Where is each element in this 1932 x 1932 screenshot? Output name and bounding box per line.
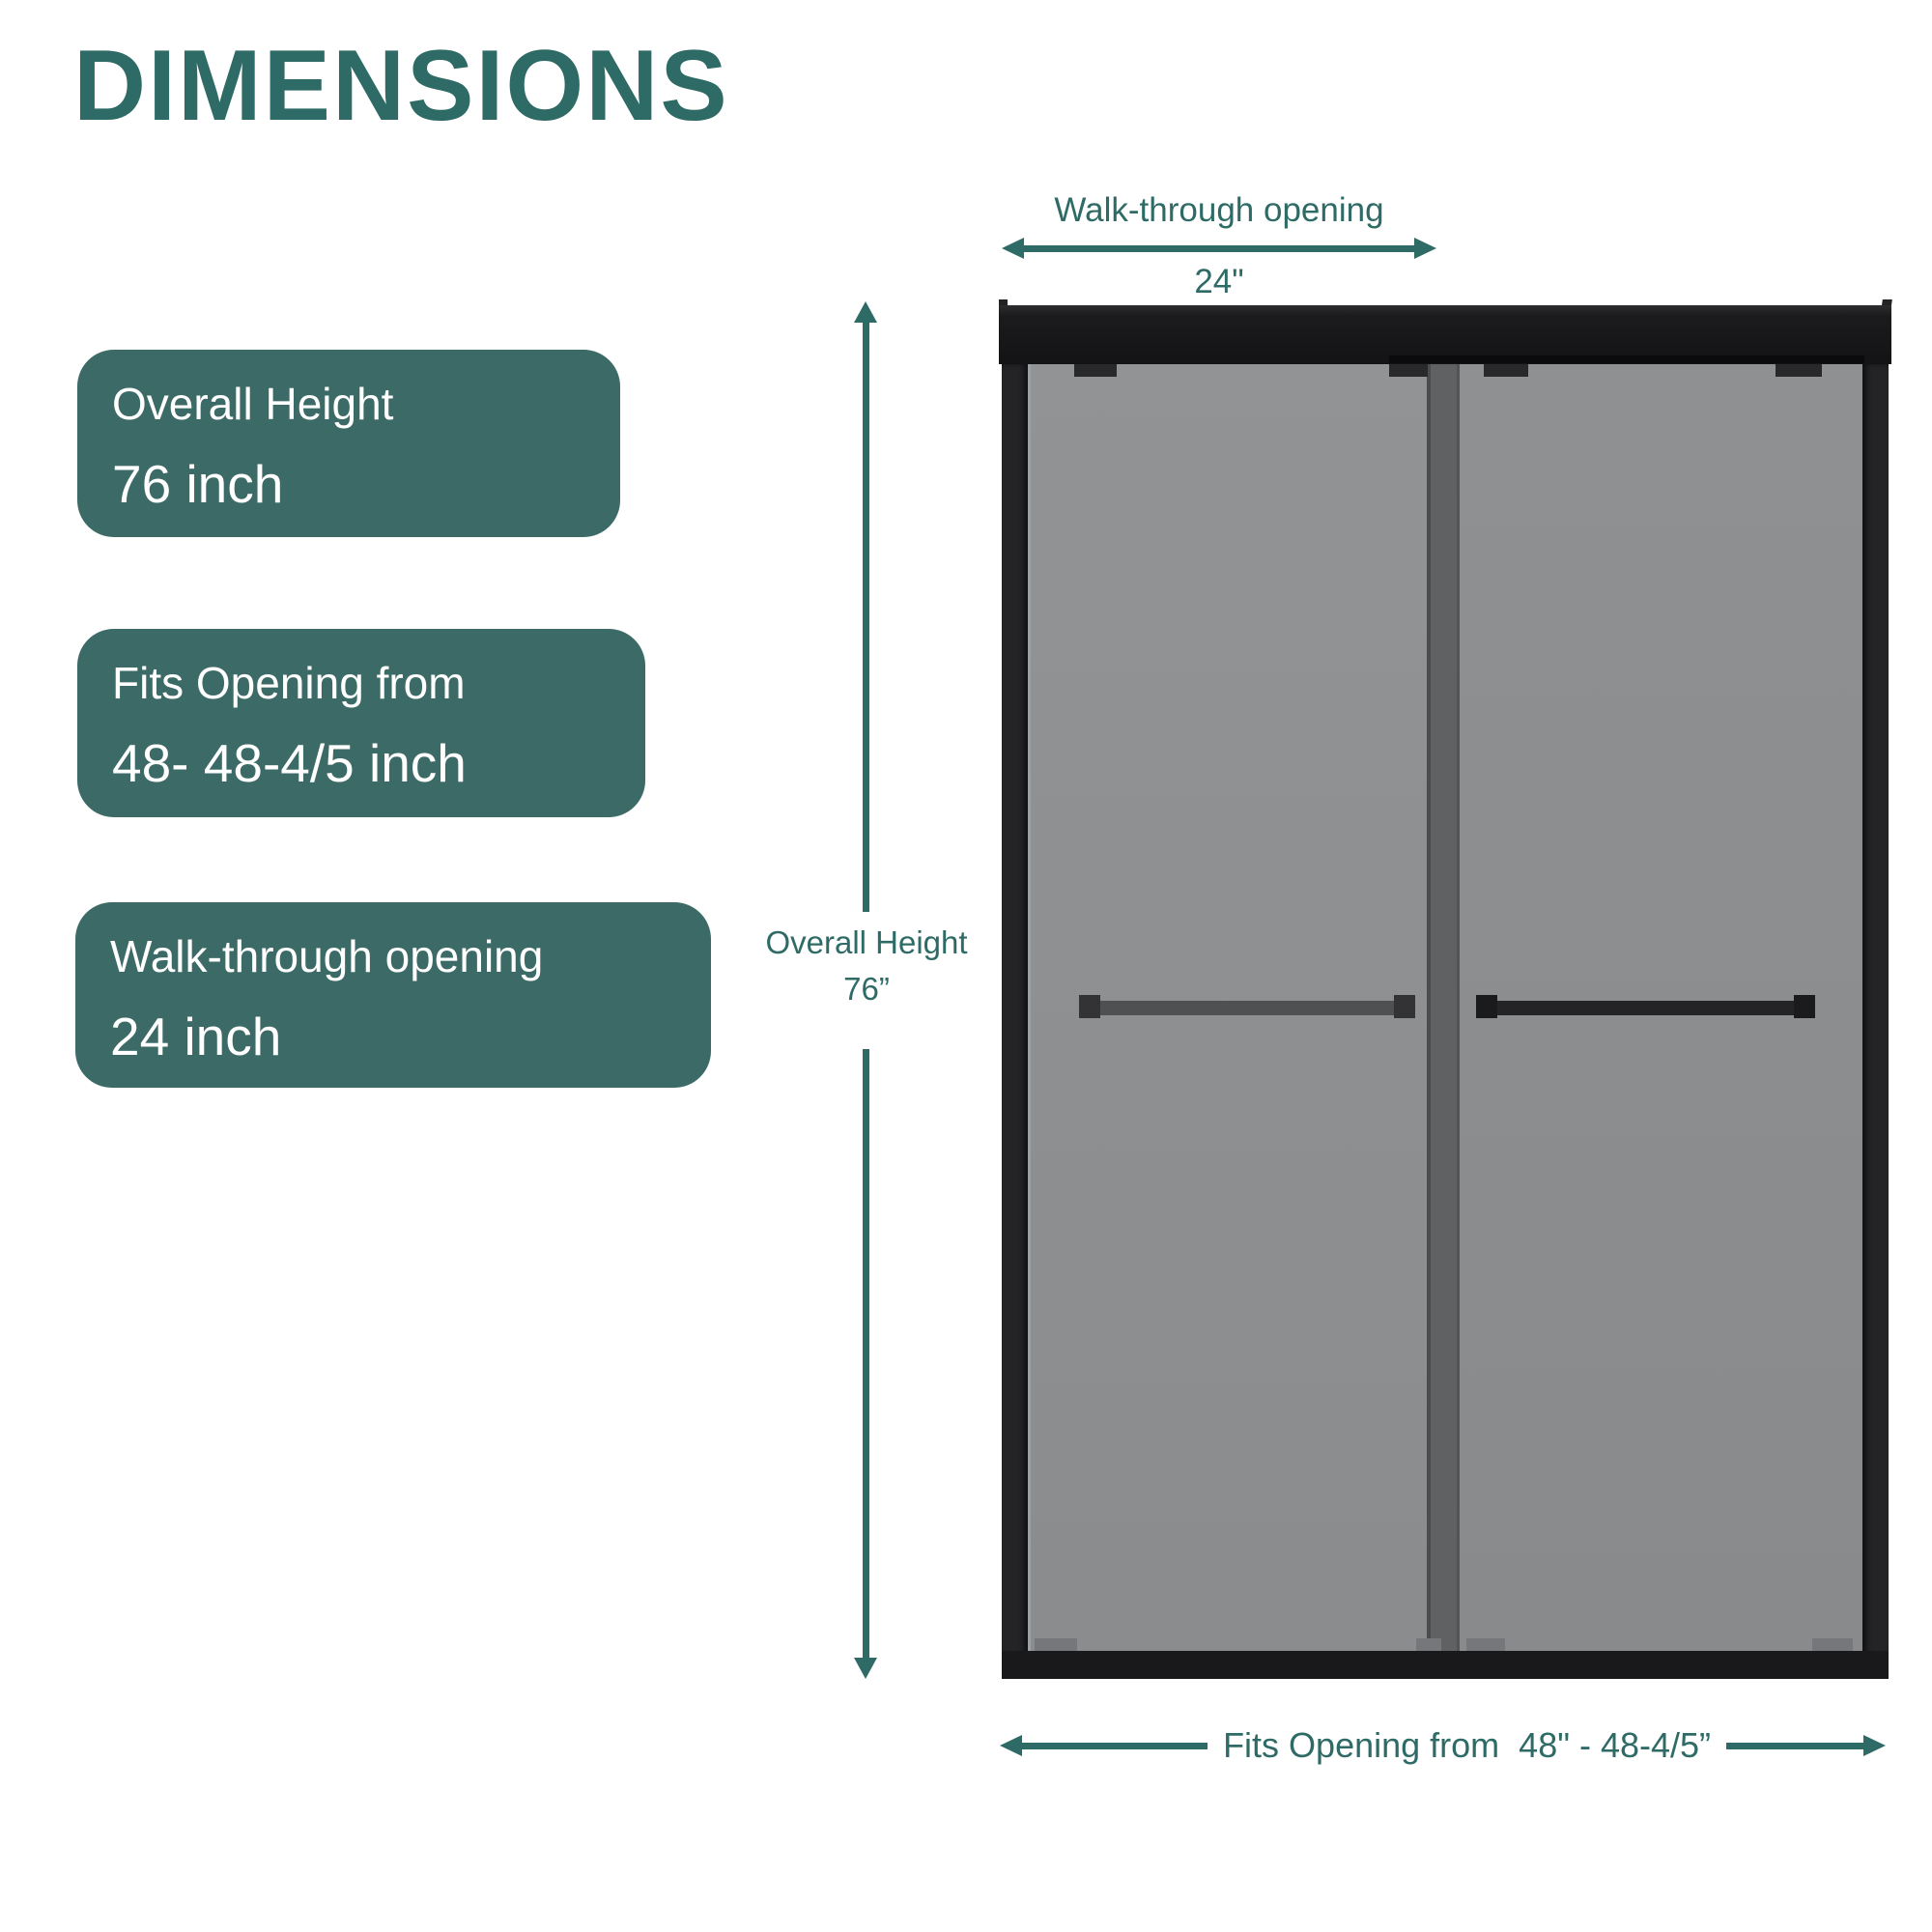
door-foot bbox=[1466, 1638, 1505, 1651]
door-right-frame bbox=[1862, 364, 1889, 1679]
overall-height-dimension: Overall Height 76” bbox=[736, 920, 997, 1012]
door-roller-tab bbox=[1484, 364, 1528, 377]
card-label: Fits Opening from bbox=[112, 658, 466, 708]
card-label: Walk-through opening bbox=[110, 931, 544, 981]
door-left-frame bbox=[1002, 364, 1028, 1679]
door-handle-cap bbox=[1394, 995, 1415, 1018]
door-header-bar bbox=[999, 305, 1891, 364]
door-top-track bbox=[1389, 355, 1864, 363]
page-title: DIMENSIONS bbox=[73, 30, 729, 142]
walkthrough-dimension-label: Walk-through opening bbox=[1054, 191, 1384, 229]
arrowhead-left-icon bbox=[1002, 238, 1024, 259]
dimension-line bbox=[1024, 244, 1414, 252]
info-card-walk-through: Walk-through opening 24 inch bbox=[75, 902, 711, 1088]
card-value: 48- 48-4/5 inch bbox=[112, 732, 467, 793]
door-roller-tab bbox=[1074, 364, 1117, 377]
info-card-fits-opening: Fits Opening from 48- 48-4/5 inch bbox=[77, 629, 645, 817]
dimension-line bbox=[863, 321, 869, 912]
dimension-line bbox=[863, 1049, 869, 1660]
card-value: 24 inch bbox=[110, 1006, 282, 1066]
walkthrough-dimension-arrow bbox=[1002, 237, 1436, 260]
card-label: Overall Height bbox=[112, 379, 394, 429]
door-roller-tab bbox=[1776, 364, 1822, 377]
overall-height-label: Overall Height bbox=[765, 924, 968, 960]
dimension-line bbox=[1726, 1742, 1863, 1749]
card-value: 76 inch bbox=[112, 453, 284, 514]
door-handle-right bbox=[1496, 1001, 1795, 1015]
door-foot bbox=[1416, 1638, 1441, 1651]
dimension-line bbox=[1022, 1742, 1208, 1749]
walkthrough-dimension-value: 24" bbox=[1194, 263, 1244, 300]
arrowhead-right-icon bbox=[1863, 1735, 1886, 1756]
arrowhead-right-icon bbox=[1414, 238, 1436, 259]
door-handle-left bbox=[1100, 1001, 1395, 1015]
fits-opening-dimension-label: Fits Opening from 48" - 48-4/5” bbox=[1223, 1725, 1712, 1765]
info-card-overall-height: Overall Height 76 inch bbox=[77, 350, 620, 537]
door-handle-cap bbox=[1079, 995, 1100, 1018]
arrowhead-down-icon bbox=[854, 1658, 877, 1679]
door-bottom-rail bbox=[1002, 1651, 1889, 1679]
overall-height-value: 76” bbox=[843, 970, 890, 1007]
arrowhead-up-icon bbox=[854, 301, 877, 323]
door-roller-tab bbox=[1389, 364, 1428, 377]
door-handle-cap bbox=[1476, 995, 1497, 1018]
door-foot bbox=[1812, 1638, 1853, 1651]
fits-opening-dimension-arrow: Fits Opening from 48" - 48-4/5” bbox=[1000, 1724, 1886, 1767]
door-handle-cap bbox=[1794, 995, 1815, 1018]
door-foot bbox=[1035, 1638, 1077, 1651]
arrowhead-left-icon bbox=[1000, 1735, 1022, 1756]
door-center-stile bbox=[1427, 364, 1460, 1651]
